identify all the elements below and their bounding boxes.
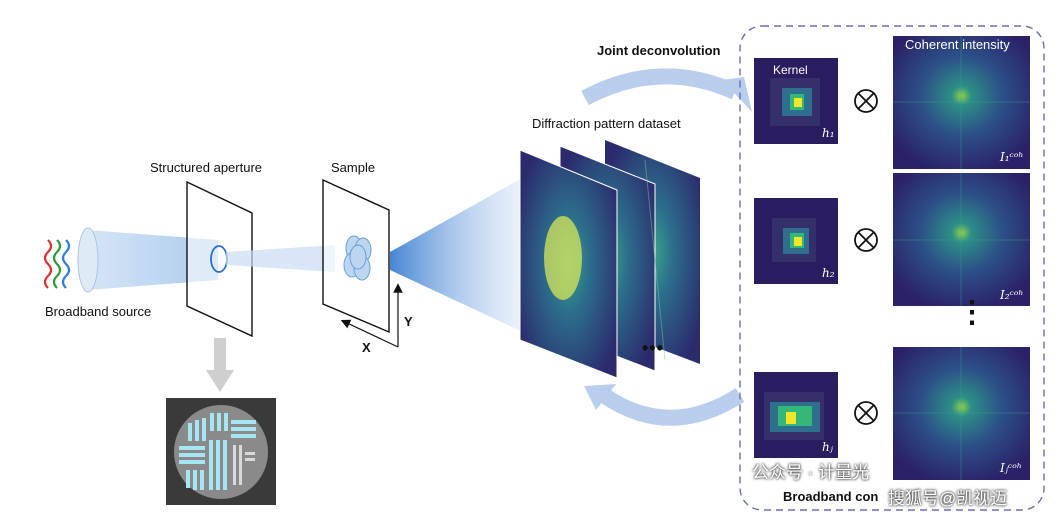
coherent-2-label: I₂ᶜᵒʰ bbox=[1000, 288, 1024, 302]
watermark-left: 公众号 · 计量光 bbox=[752, 463, 870, 482]
diffraction-cone bbox=[390, 168, 540, 340]
kernel-1-label: h₁ bbox=[822, 126, 835, 140]
watermark-right: 搜狐号@凯视迈 bbox=[888, 489, 1008, 508]
coherent-1-label: I₁ᶜᵒʰ bbox=[1000, 150, 1024, 164]
sample-plate bbox=[322, 178, 390, 334]
stack-ellipsis: ••• bbox=[642, 338, 664, 358]
xy-axes bbox=[340, 283, 403, 348]
structured-aperture-plate bbox=[186, 180, 253, 338]
sample-label: Sample bbox=[331, 160, 376, 175]
axis-y-label: Y bbox=[404, 314, 413, 329]
coherent-j bbox=[893, 347, 1030, 480]
joint-deconv-arrow-bottom bbox=[600, 388, 745, 426]
arrow-head-bottom bbox=[584, 384, 616, 410]
convolve-symbols bbox=[854, 89, 878, 425]
broadband-source-label: Broadband source bbox=[45, 304, 152, 319]
vertical-ellipsis: ⋮ bbox=[957, 296, 987, 329]
coherent-2 bbox=[893, 173, 1030, 306]
joint-deconvolution-label: Joint deconvolution bbox=[597, 43, 721, 58]
coherent-1 bbox=[893, 36, 1030, 169]
kernel-title: Kernel bbox=[773, 63, 808, 77]
structured-aperture-label: Structured aperture bbox=[150, 160, 263, 175]
kernel-2-label: h₂ bbox=[822, 266, 835, 280]
broadband-bottom-label: Broadband con bbox=[783, 489, 879, 504]
broadband-source-waves bbox=[43, 239, 71, 289]
arrow-head-top bbox=[722, 77, 752, 112]
coherent-j-label: Iⱼᶜᵒʰ bbox=[1000, 461, 1022, 475]
joint-deconv-arrow-top bbox=[581, 68, 739, 106]
diffraction-dataset-label: Diffraction pattern dataset bbox=[532, 116, 681, 131]
aperture-pattern-inset bbox=[166, 398, 276, 505]
beam-to-sample bbox=[226, 245, 335, 272]
kernel-2 bbox=[754, 198, 838, 284]
down-arrow bbox=[206, 338, 234, 392]
axis-x-label: X bbox=[362, 340, 371, 355]
kernel-j bbox=[754, 372, 838, 458]
kernel-1 bbox=[754, 58, 838, 144]
kernel-j-label: hⱼ bbox=[822, 440, 833, 454]
diffraction-stack bbox=[519, 140, 700, 379]
source-beam bbox=[77, 227, 218, 293]
coherent-intensity-title: Coherent intensity bbox=[905, 37, 1010, 52]
